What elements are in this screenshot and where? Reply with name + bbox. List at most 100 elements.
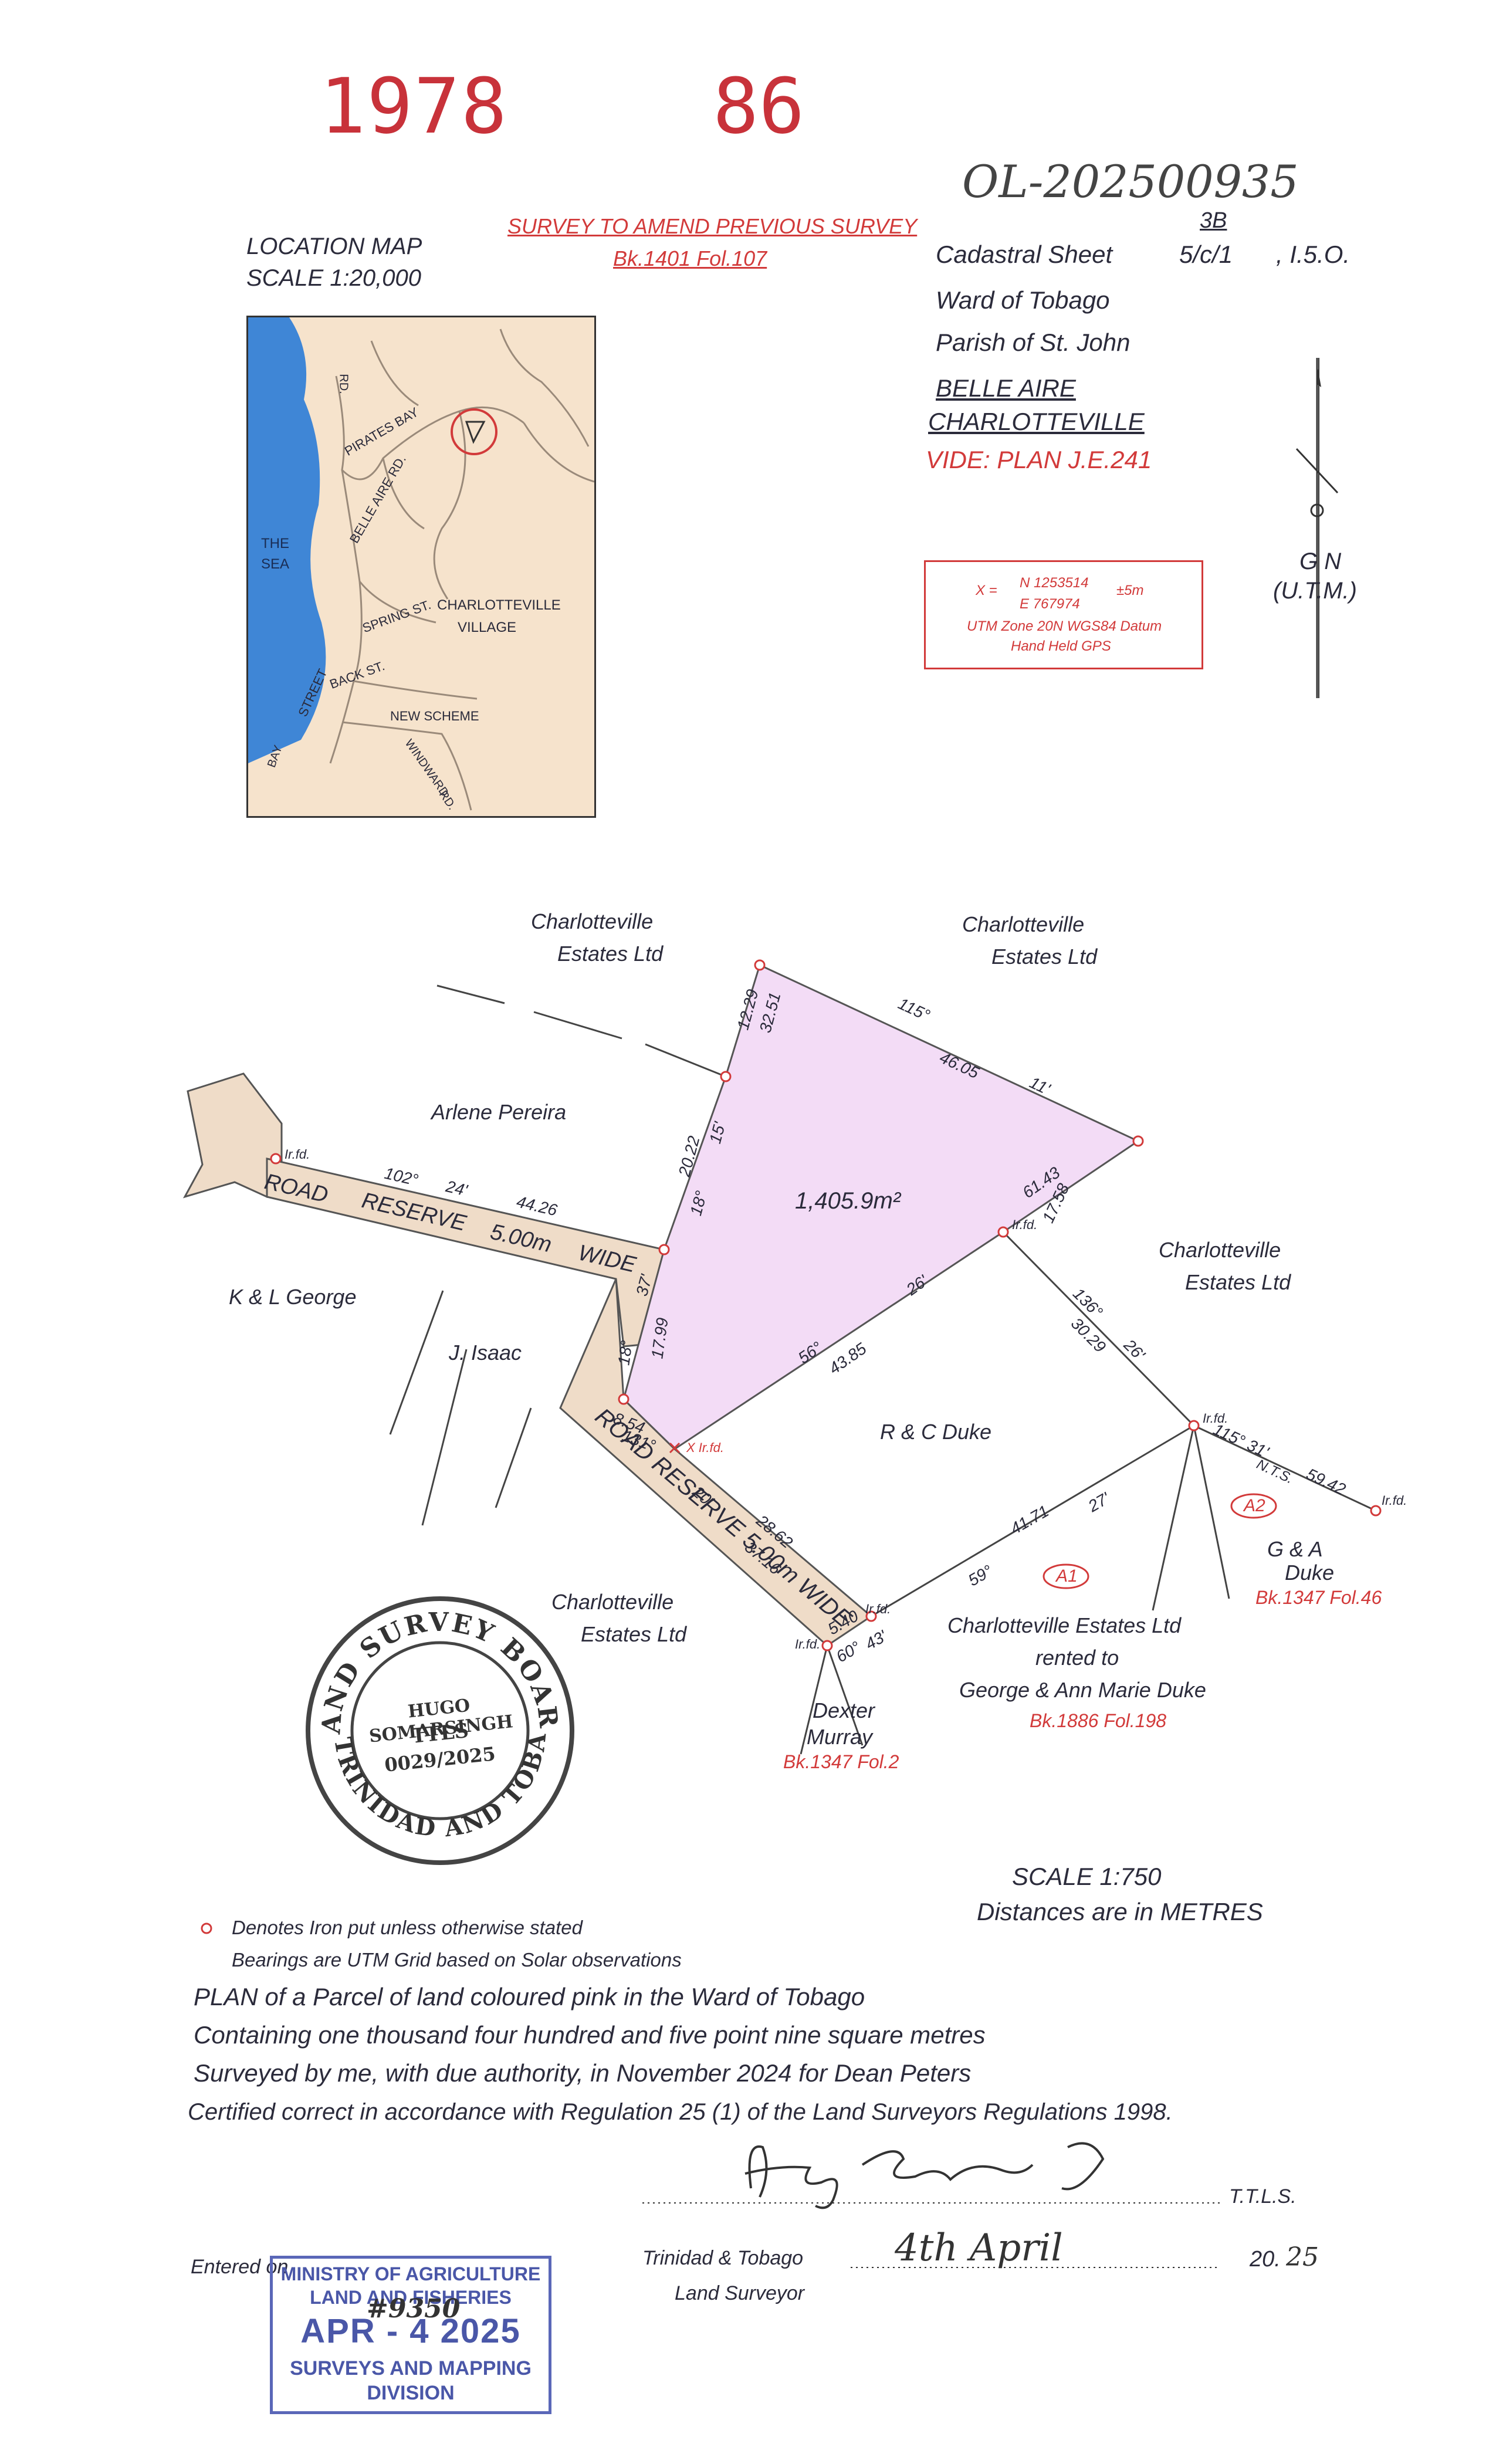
neighbour-boundaries — [389, 984, 1376, 1755]
signature-role: Land Surveyor — [675, 2282, 805, 2304]
owner-rented-1: Charlotteville Estates Ltd — [947, 1613, 1182, 1637]
signature-place: Trinidad & Tobago — [642, 2247, 804, 2269]
sea-area — [248, 317, 326, 763]
owner-ga-duke-1: G & A — [1267, 1537, 1323, 1561]
a1-label: A1 — [1056, 1566, 1078, 1586]
amend-title: SURVEY TO AMEND PREVIOUS SURVEY — [507, 214, 918, 238]
owner-cel-4b: Estates Ltd — [581, 1622, 687, 1646]
owner-rented-2: rented to — [1035, 1646, 1119, 1670]
owner-dexter-ref: Bk.1347 Fol.2 — [783, 1751, 899, 1772]
amend-reference: Bk.1401 Fol.107 — [613, 246, 767, 270]
north-label: G N — [1299, 549, 1342, 574]
a2-marker-icon — [1230, 1493, 1277, 1519]
sheet-number: 86 — [713, 62, 805, 151]
location-map-scale: SCALE 1:20,000 — [246, 265, 421, 291]
location-map-title: LOCATION MAP — [246, 233, 422, 259]
parcel-boundary — [622, 963, 1140, 1450]
site-location-circle — [451, 408, 497, 455]
owner-dexter-2: Murray — [807, 1725, 873, 1749]
owner-ga-duke-ref: Bk.1347 Fol.46 — [1255, 1587, 1382, 1608]
utm-tolerance: ±5m — [1116, 583, 1144, 598]
ministry-received-stamp: MINISTRY OF AGRICULTURE LAND AND FISHERI… — [270, 2256, 551, 2414]
vide-reference: VIDE: PLAN J.E.241 — [926, 446, 1152, 473]
utm-method: Hand Held GPS — [1011, 638, 1111, 654]
ministry-stamp-line-2: LAND AND FISHERIES — [310, 2287, 512, 2308]
xirfd-label: X Ir.fd. — [686, 1440, 724, 1455]
irfd-label-4: Ir.fd. — [1382, 1493, 1407, 1508]
cert-line-2: Containing one thousand four hundred and… — [194, 2021, 986, 2049]
sheet-suffix: , I.5.O. — [1276, 241, 1351, 268]
road-network — [329, 329, 594, 811]
cadastral-sheet-label: Cadastral Sheet — [936, 241, 1113, 268]
north-arrow-icon — [1295, 358, 1339, 698]
signature-year: 25 — [1286, 2242, 1319, 2272]
owner-cel-4a: Charlotteville — [551, 1590, 674, 1614]
a2-label: A2 — [1244, 1496, 1265, 1515]
cert-line-3: Surveyed by me, with due authority, in N… — [194, 2059, 972, 2087]
utm-northing: N 1253514 — [1020, 575, 1089, 591]
owner-cel-3a: Charlotteville — [1159, 1238, 1281, 1262]
owner-arlene-pereira: Arlene Pereira — [431, 1100, 567, 1124]
irfd-label-1: Ir.fd. — [285, 1147, 310, 1162]
owner-dexter-1: Dexter — [813, 1698, 875, 1722]
owner-cel-2b: Estates Ltd — [991, 945, 1098, 969]
utm-easting: E 767974 — [1020, 596, 1080, 612]
owner-cel-2a: Charlotteville — [962, 912, 1085, 936]
dim-18b: 18° — [614, 1339, 636, 1367]
legend-iron-note: Denotes Iron put unless otherwise stated — [232, 1917, 583, 1938]
owner-cel-1a: Charlotteville — [531, 909, 654, 933]
ttls-label: T.T.L.S. — [1229, 2185, 1297, 2208]
owner-ga-duke-2: Duke — [1285, 1561, 1335, 1585]
sheet-top-ref: 3B — [1200, 208, 1227, 233]
sea-label-2: SEA — [261, 556, 290, 572]
location-map-drawing — [248, 317, 594, 811]
surveyor-signature — [744, 2142, 1105, 2209]
owner-rented-ref: Bk.1886 Fol.198 — [1030, 1710, 1167, 1731]
location-map-labels: THE SEA RD. PIRATES BAY BELLE AIRE RD. S… — [246, 316, 596, 818]
legend-bearings-note: Bearings are UTM Grid based on Solar obs… — [232, 1949, 682, 1971]
volume-number: 1978 — [320, 62, 509, 151]
iron-points — [270, 959, 1382, 1651]
iron-point-x — [669, 1442, 681, 1454]
owner-rc-duke: R & C Duke — [880, 1420, 992, 1444]
ministry-stamp-line-4: SURVEYS AND MAPPING — [290, 2357, 532, 2380]
cert-line-4: Certified correct in accordance with Reg… — [188, 2099, 1173, 2125]
parish-label: Parish of St. John — [936, 329, 1131, 356]
north-datum: (U.T.M.) — [1273, 578, 1357, 604]
a1-marker-icon — [1043, 1563, 1089, 1589]
owner-j-isaac: J. Isaac — [449, 1341, 522, 1365]
village-label-1: CHARLOTTEVILLE — [437, 597, 561, 613]
owner-rented-3: George & Ann Marie Duke — [959, 1678, 1206, 1702]
irfd-label-5: Ir.fd. — [865, 1602, 891, 1616]
irfd-label-6: Ir.fd. — [795, 1637, 821, 1651]
village-label-2: VILLAGE — [458, 620, 517, 635]
ministry-stamp-line-1: MINISTRY OF AGRICULTURE — [280, 2263, 541, 2284]
ward-label: Ward of Tobago — [936, 286, 1110, 314]
new-scheme-label: NEW SCHEME — [390, 709, 479, 723]
sheet-reference: 5/c/1 — [1179, 241, 1233, 268]
owner-kl-george: K & L George — [229, 1285, 357, 1309]
seal-ring-icon: LAND SURVEY BOARD OF TRINIDAD AND TOBAGO — [287, 1566, 574, 1865]
location-map — [246, 316, 596, 818]
site-location-marker — [465, 421, 486, 444]
sea-label-1: THE — [261, 536, 289, 551]
place-charlotteville: CHARLOTTEVILLE — [928, 408, 1145, 435]
signature-date: 4th April — [895, 2226, 1063, 2270]
owner-cel-1b: Estates Ltd — [557, 942, 664, 966]
land-survey-board-seal: LAND SURVEY BOARD OF TRINIDAD AND TOBAGO… — [287, 1566, 581, 1871]
irfd-label-3: Ir.fd. — [1203, 1411, 1228, 1426]
parcel-area: 1,405.9m² — [795, 1188, 901, 1214]
utm-coordinates-box: X = N 1253514 ±5m E 767974 UTM Zone 20N … — [924, 560, 1203, 669]
ministry-stamp-line-5: DIVISION — [367, 2382, 455, 2404]
ministry-stamp-date: APR - 4 2025 — [300, 2312, 521, 2350]
distances-unit-note: Distances are in METRES — [977, 1898, 1263, 1925]
legend-iron-icon — [201, 1923, 212, 1934]
utm-x-label: X = — [976, 583, 997, 598]
ministry-stamp-handwritten-number: #9350 — [367, 2294, 461, 2324]
plan-scale: SCALE 1:750 — [1012, 1863, 1162, 1890]
place-belle-aire: BELLE AIRE — [936, 374, 1076, 402]
signature-year-prefix: 20. — [1250, 2247, 1281, 2272]
irfd-label-2: Ir.fd. — [1012, 1217, 1038, 1232]
cert-line-1: PLAN of a Parcel of land coloured pink i… — [194, 1983, 865, 2011]
